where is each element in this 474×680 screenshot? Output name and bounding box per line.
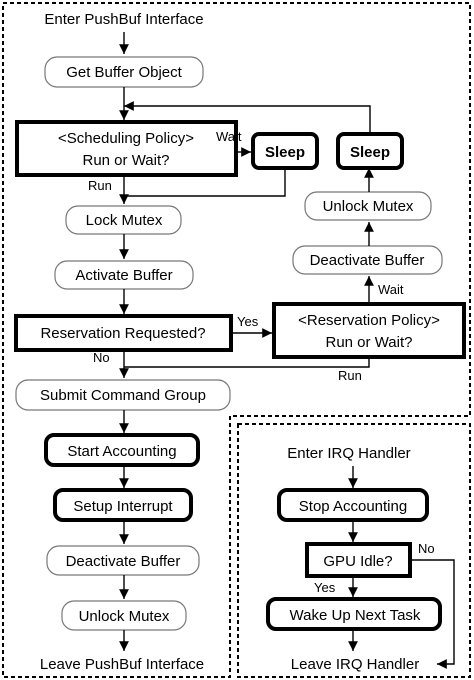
irq-region-border <box>237 423 471 678</box>
deactivate-buffer-label: Deactivate Buffer <box>66 553 181 570</box>
yes-label: Yes <box>237 314 259 329</box>
submit-command-group-node <box>15 379 231 411</box>
irq-yes-label: Yes <box>314 580 336 595</box>
scheduling-policy-node <box>15 120 238 177</box>
unlock-mutex-right-label: Unlock Mutex <box>323 198 414 215</box>
deactivate-buffer-right-node <box>292 245 443 275</box>
reservation-requested-label: Reservation Requested? <box>40 325 205 342</box>
get-buffer-object-label: Get Buffer Object <box>66 64 182 81</box>
wake-up-next-task-label: Wake Up Next Task <box>290 607 421 624</box>
deactivate-buffer-right-label: Deactivate Buffer <box>310 252 425 269</box>
wake-up-next-task-node <box>266 597 442 631</box>
submit-command-group-label: Submit Command Group <box>40 387 206 404</box>
reservation-policy-label-1: <Reservation Policy> <box>298 312 440 329</box>
connector <box>124 357 370 368</box>
setup-interrupt-node <box>53 488 193 522</box>
lock-mutex-label: Lock Mutex <box>86 212 163 229</box>
unlock-mutex-label: Unlock Mutex <box>79 608 170 625</box>
irq-no-label: No <box>418 541 435 556</box>
run-label-2: Run <box>338 368 362 383</box>
irq-enter-label: Enter IRQ Handler <box>287 445 410 462</box>
sleep-label-left: Sleep <box>265 144 305 161</box>
pushbuf-leave-label: Leave PushBuf Interface <box>40 656 204 673</box>
setup-interrupt-label: Setup Interrupt <box>73 498 173 515</box>
deactivate-buffer-node <box>46 545 200 576</box>
start-accounting-label: Start Accounting <box>67 443 176 460</box>
unlock-mutex-right-node <box>304 191 432 221</box>
pushbuf-enter-label: Enter PushBuf Interface <box>44 11 203 28</box>
wait-label: Wait <box>216 129 242 144</box>
reservation-policy-node <box>272 302 466 359</box>
scheduling-policy-label-2: Run or Wait? <box>83 152 170 169</box>
connector <box>124 168 286 197</box>
wait-label-2: Wait <box>378 282 404 297</box>
loop-back-arrow <box>124 101 371 134</box>
run-label: Run <box>88 178 112 193</box>
no-label: No <box>93 350 110 365</box>
sleep-label-right: Sleep <box>350 144 390 161</box>
gpu-idle-label: GPU Idle? <box>323 553 392 570</box>
scheduling-policy-label-1: <Scheduling Policy> <box>58 130 194 147</box>
activate-buffer-label: Activate Buffer <box>75 267 172 284</box>
stop-accounting-label: Stop Accounting <box>299 498 407 515</box>
irq-leave-label: Leave IRQ Handler <box>291 656 419 673</box>
start-accounting-node <box>44 433 200 467</box>
no-branch-arrow <box>410 559 455 669</box>
reservation-policy-label-2: Run or Wait? <box>326 334 413 351</box>
